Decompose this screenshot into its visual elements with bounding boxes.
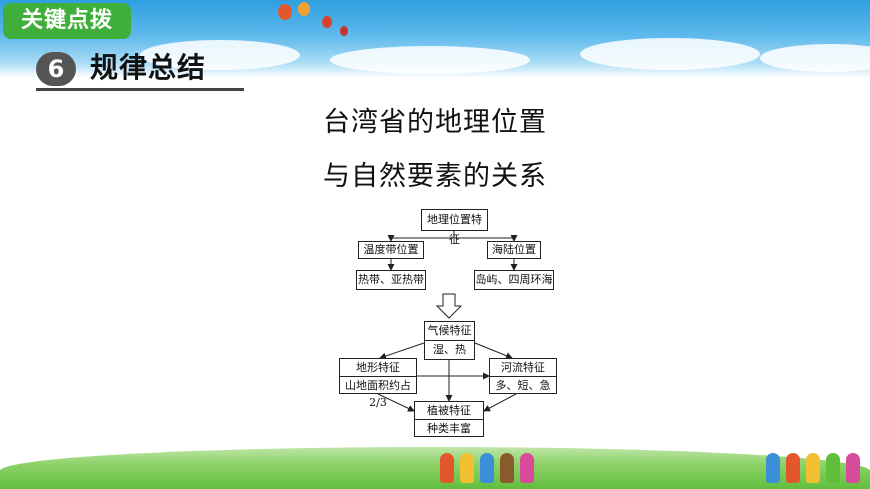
node-sea-land-position: 海陆位置 (487, 241, 541, 259)
node-island: 岛屿、四周环海 (474, 270, 554, 290)
connector-arrow (474, 342, 513, 359)
balloon-icon (298, 2, 310, 16)
node-temperature-zone: 温度带位置 (358, 241, 424, 259)
cloud-decoration (760, 44, 870, 72)
balloon-icon (340, 26, 348, 36)
cloud-decoration (580, 38, 760, 70)
cloud-decoration (330, 46, 530, 74)
child-figure-icon (786, 453, 800, 483)
connector-arrow (483, 393, 517, 412)
section-heading: 6 规律总结 (36, 48, 244, 91)
node-river: 河流特征 多、短、急 (489, 358, 557, 394)
child-figure-icon (480, 453, 494, 483)
node-climate: 气候特征 湿、热 (424, 321, 475, 360)
child-figure-icon (460, 453, 474, 483)
down-arrow-icon (435, 293, 463, 319)
node-terrain: 地形特征 山地面积约占2/3 (339, 358, 417, 409)
child-figure-icon (520, 453, 534, 483)
child-figure-icon (826, 453, 840, 483)
node-tropical: 热带、亚热带 (356, 270, 426, 290)
balloon-icon (322, 16, 332, 28)
section-number-badge: 6 (36, 52, 76, 86)
balloon-icon (278, 4, 292, 20)
child-figure-icon (766, 453, 780, 483)
child-figure-icon (806, 453, 820, 483)
connector-arrow (379, 342, 425, 360)
node-vegetation: 植被特征 种类丰富 (414, 401, 484, 437)
key-points-badge: 关键点拨 (3, 3, 131, 39)
child-figure-icon (846, 453, 860, 483)
connector-arrow (377, 393, 415, 412)
page-title-line2: 与自然要素的关系 (323, 161, 547, 192)
page-title-line1: 台湾省的地理位置 (323, 107, 547, 138)
cloud-decoration (140, 40, 300, 70)
node-root: 地理位置特征 (421, 209, 488, 246)
section-title: 规律总结 (90, 51, 207, 84)
grass-ground (0, 447, 870, 489)
sky-banner (0, 0, 870, 78)
child-figure-icon (500, 453, 514, 483)
child-figure-icon (440, 453, 454, 483)
